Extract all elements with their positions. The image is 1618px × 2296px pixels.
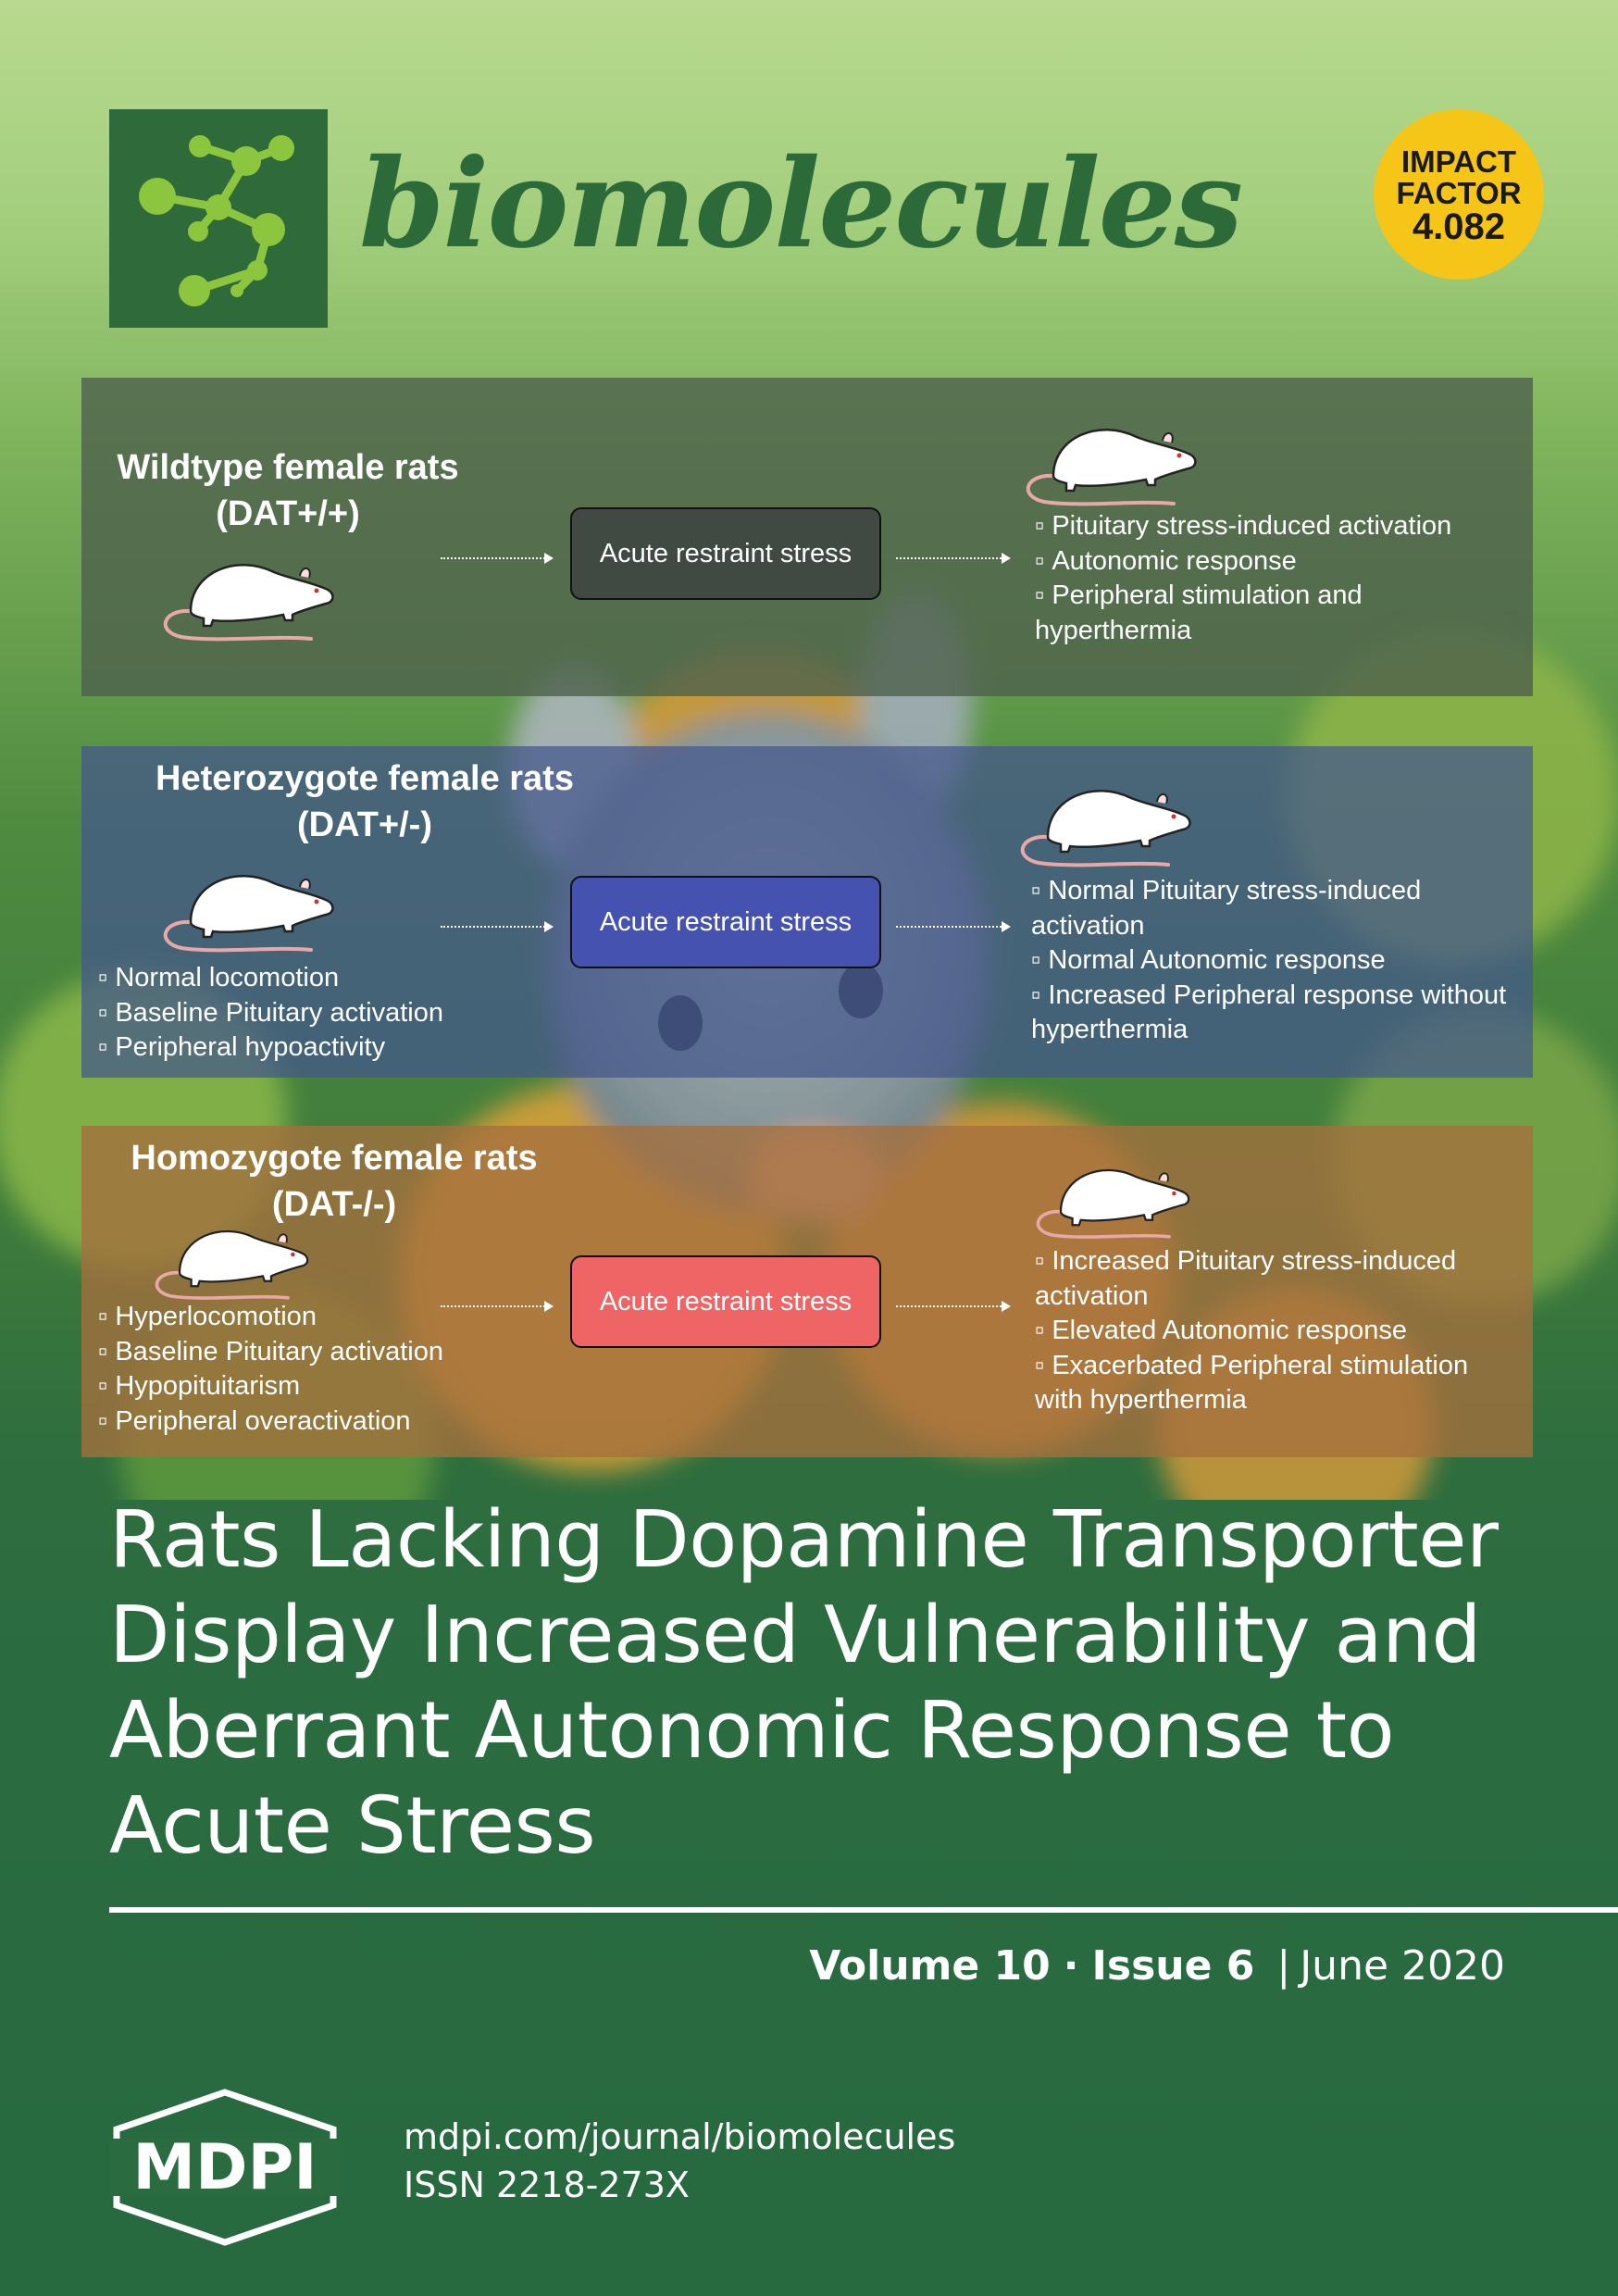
baseline-item: Hyperlocomotion (98, 1300, 542, 1335)
arrow-to-stress (441, 921, 554, 932)
panel-homozygote: Homozygote female rats (DAT-/-) Hyperloc… (81, 1126, 1533, 1457)
stress-box: Acute restraint stress (570, 507, 881, 600)
mdpi-logo-text: MDPI (132, 2131, 317, 2204)
panel-title-line2: (DAT-/-) (271, 1185, 397, 1224)
journal-logo (109, 109, 328, 328)
panel-title-line2: (DAT+/-) (297, 805, 432, 844)
issn: ISSN 2218-273X (404, 2165, 690, 2205)
outcome-list: Increased Pituitary stress-induced activ… (1035, 1244, 1516, 1418)
panel-title: Homozygote female rats (DAT-/-) (102, 1135, 566, 1228)
baseline-item: Baseline Pituitary activation (98, 996, 542, 1031)
outcome-item: Increased Pituitary stress-induced activ… (1035, 1244, 1516, 1314)
mdpi-logo: MDPI (109, 2089, 341, 2246)
rat-icon (1026, 428, 1197, 506)
issue-date: June 2020 (1300, 1942, 1505, 1990)
baseline-list: Normal locomotion Baseline Pituitary act… (98, 961, 542, 1066)
outcome-item: Elevated Autonomic response (1035, 1314, 1516, 1349)
impact-factor-badge: IMPACT FACTOR 4.082 (1374, 109, 1544, 280)
rat-icon (1020, 789, 1191, 867)
arrow-from-stress (896, 921, 1011, 932)
volume-label: Volume 10 (809, 1942, 1051, 1990)
stress-box: Acute restraint stress (570, 876, 881, 968)
stress-box: Acute restraint stress (570, 1255, 881, 1348)
panel-title: Heterozygote female rats (DAT+/-) (102, 755, 628, 848)
panel-wildtype: Wildtype female rats (DAT+/+) Acute rest… (81, 378, 1533, 696)
baseline-item: Hypopituitarism (98, 1369, 542, 1404)
outcome-item: Exacerbated Peripheral stimulation with … (1035, 1349, 1516, 1418)
panel-title-line1: Heterozygote female rats (156, 759, 574, 798)
outcome-list: Pituitary stress-induced activation Auto… (1035, 509, 1516, 648)
arrow-from-stress (896, 1301, 1011, 1312)
arrow-from-stress (896, 553, 1011, 564)
divider-rule (109, 1907, 1618, 1913)
impact-line2: FACTOR (1396, 176, 1522, 210)
outcome-item: Normal Autonomic response (1031, 943, 1512, 979)
rat-icon (163, 563, 334, 642)
panel-heterozygote: Heterozygote female rats (DAT+/-) Normal… (81, 746, 1533, 1078)
baseline-item: Normal locomotion (98, 961, 542, 996)
panel-title: Wildtype female rats (DAT+/+) (102, 444, 474, 537)
panel-title-line2: (DAT+/+) (216, 494, 360, 533)
panel-title-line1: Homozygote female rats (131, 1139, 538, 1178)
baseline-item: Peripheral overactivation (98, 1404, 542, 1440)
outcome-list: Normal Pituitary stress-induced activati… (1031, 874, 1512, 1048)
baseline-item: Peripheral hypoactivity (98, 1030, 542, 1066)
rat-icon (1036, 1168, 1190, 1239)
footer-info: mdpi.com/journal/biomolecules ISSN 2218-… (404, 2113, 955, 2209)
outcome-item: Peripheral stimulation and hyperthermia (1035, 579, 1516, 648)
panel-title-line1: Wildtype female rats (117, 448, 459, 487)
impact-line1: IMPACT (1400, 144, 1517, 179)
rat-icon (155, 1229, 309, 1300)
outcome-item: Autonomic response (1035, 544, 1516, 580)
journal-name: biomolecules (359, 132, 1243, 276)
issue-dot: · (1063, 1942, 1079, 1990)
outcome-item: Pituitary stress-induced activation (1035, 509, 1516, 544)
outcome-item: Normal Pituitary stress-induced activati… (1031, 874, 1512, 943)
impact-value: 4.082 (1412, 206, 1506, 247)
issue-label: Issue 6 (1091, 1942, 1255, 1990)
arrow-to-stress (441, 1301, 554, 1312)
baseline-item: Baseline Pituitary activation (98, 1335, 542, 1370)
arrow-to-stress (441, 553, 554, 564)
article-title: Rats Lacking Dopamine Transporter Displa… (109, 1494, 1499, 1872)
molecule-icon (139, 135, 294, 306)
journal-url: mdpi.com/journal/biomolecules (404, 2116, 956, 2157)
rat-icon (163, 874, 334, 953)
baseline-list: Hyperlocomotion Baseline Pituitary activ… (98, 1300, 542, 1439)
outcome-item: Increased Peripheral response without hy… (1031, 979, 1512, 1048)
issue-info: Volume 10 · Issue 6 |June 2020 (809, 1940, 1505, 1992)
mdpi-logo-gap (109, 2139, 341, 2196)
issue-divider: | (1276, 1942, 1291, 1990)
